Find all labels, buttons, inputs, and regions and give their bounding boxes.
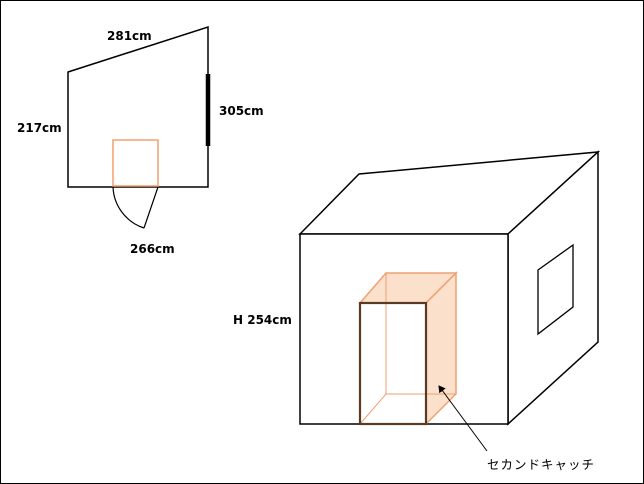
floor-plan-cabinet [112,139,159,187]
floor-plan-outline [67,25,209,188]
height-label: H 254cm [233,313,292,327]
door-swing [112,186,159,229]
room-3d: H 254cm セカンドキャッチ [233,150,601,472]
side-window [537,243,574,336]
floor-plan: 281cm 217cm 305cm 266cm [17,25,264,256]
cabinet-3d [358,271,458,426]
callout-label: セカンドキャッチ [487,457,595,472]
top-wall-label: 281cm [107,29,152,43]
callout-arrow [438,385,488,452]
left-wall-label: 217cm [17,121,62,135]
cabinet-front [358,301,428,426]
room-front-face [299,233,509,425]
right-wall-label: 305cm [219,104,264,118]
bottom-wall-label: 266cm [130,242,175,256]
